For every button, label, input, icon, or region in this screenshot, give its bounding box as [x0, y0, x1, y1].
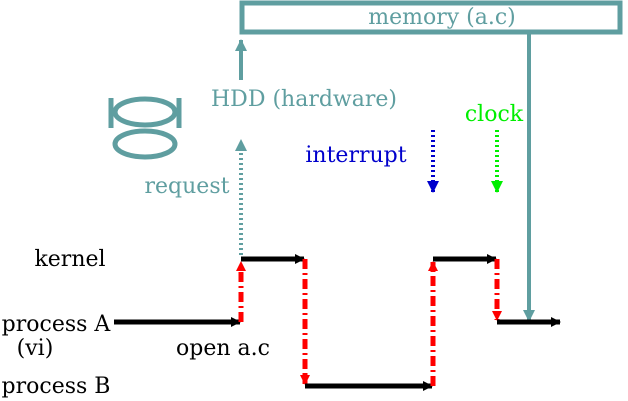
clock-label: clock [465, 102, 524, 127]
memory-label: memory (a.c) [368, 5, 516, 30]
open-label: open a.c [176, 336, 270, 361]
process-a-label: process A [2, 312, 112, 337]
kernel-label: kernel [34, 247, 105, 272]
interrupt-label: interrupt [305, 143, 406, 168]
hdd-label: HDD (hardware) [211, 87, 397, 112]
vi-label: (vi) [17, 336, 54, 361]
process-b-label: process B [2, 374, 111, 399]
disk-drive-icon [108, 96, 182, 160]
memory-box [239, 0, 623, 35]
request-label: request [145, 174, 230, 199]
